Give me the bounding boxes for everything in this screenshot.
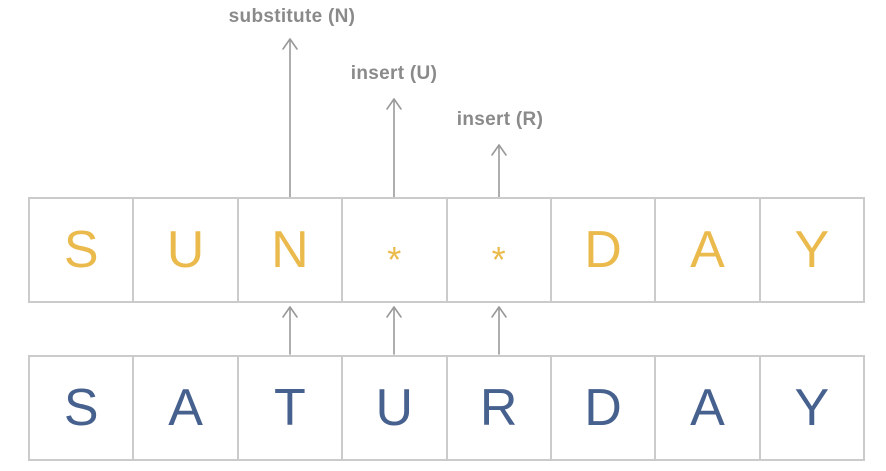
bottom-letter-7: Y [794, 379, 830, 437]
bottom-cell-2: T [236, 355, 344, 461]
top-cell-4: * [445, 197, 552, 303]
top-cell-7: Y [758, 197, 865, 303]
bottom-cell-4: R [445, 355, 552, 461]
align-arrow-u-to-gap-icon [386, 306, 402, 355]
target-word-row: S U N * * D A Y [28, 197, 865, 303]
operation-label-insert-u: insert (U) [350, 63, 438, 84]
operation-label-substitute: substitute (N) [228, 6, 356, 27]
align-arrow-r-to-gap-icon [491, 306, 507, 355]
substitute-arrow-icon [282, 38, 298, 198]
bottom-letter-1: A [168, 379, 203, 437]
bottom-cell-6: A [654, 355, 761, 461]
bottom-letter-3: U [375, 379, 414, 437]
top-cell-6: A [654, 197, 761, 303]
top-letter-0: S [63, 221, 99, 279]
insert-r-arrow-icon [491, 144, 507, 198]
bottom-cell-5: D [549, 355, 657, 461]
bottom-cell-0: S [28, 355, 135, 461]
top-letter-7: Y [794, 221, 830, 279]
bottom-cell-3: U [341, 355, 448, 461]
bottom-cell-1: A [132, 355, 239, 461]
top-cell-2: N [236, 197, 344, 303]
top-cell-3: * [341, 197, 448, 303]
operation-label-insert-r: insert (R) [456, 109, 544, 130]
insert-u-arrow-icon [386, 98, 402, 198]
bottom-letter-6: A [690, 379, 725, 437]
top-letter-6: A [690, 221, 725, 279]
top-cell-0: S [28, 197, 135, 303]
top-cell-5: D [549, 197, 657, 303]
bottom-letter-0: S [63, 379, 99, 437]
bottom-letter-4: R [479, 379, 518, 437]
top-cell-1: U [132, 197, 239, 303]
top-letter-2: N [271, 221, 309, 279]
gap-asterisk: * [491, 239, 506, 280]
top-letter-1: U [166, 221, 205, 279]
bottom-letter-2: T [274, 379, 306, 437]
bottom-letter-5: D [584, 379, 622, 437]
bottom-cell-7: Y [758, 355, 865, 461]
gap-asterisk: * [387, 239, 402, 280]
align-arrow-t-to-n-icon [282, 306, 298, 355]
source-word-row: S A T U R D A Y [28, 355, 865, 461]
top-letter-5: D [584, 221, 622, 279]
